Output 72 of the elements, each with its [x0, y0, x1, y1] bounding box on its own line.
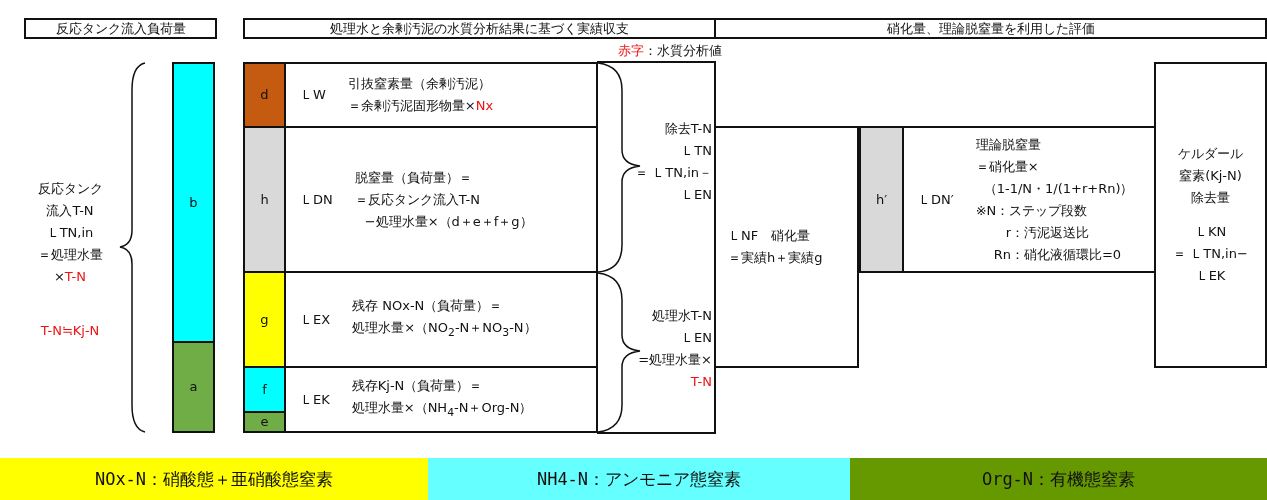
formula-text: ×T-N: [52, 268, 88, 286]
formula-text: 残存 NOx-N（負荷量）＝: [352, 297, 503, 316]
formula-text: T-N: [689, 373, 712, 391]
segment-letter: h′: [875, 190, 888, 209]
formula-text: 理論脱窒量: [975, 135, 1041, 154]
formula-text: r：汚泥返送比: [1004, 223, 1090, 242]
formula-text: ＬNF 硝化量: [728, 227, 811, 245]
header-text: 反応タンク流入負荷量: [55, 19, 186, 38]
formula-text: 処理水T-N: [650, 307, 712, 325]
note-text: 赤字：水質分析値: [617, 42, 722, 60]
header-text: 処理水と余剰汚泥の水質分析結果に基づく実績収支: [330, 19, 629, 38]
symbol-label: ＬDN′: [918, 190, 954, 209]
segment-letter: h: [260, 190, 269, 209]
header-bar: [243, 18, 716, 39]
formula-text: ＬEN: [680, 186, 712, 204]
segment-block: [859, 126, 904, 273]
formula-text: ※N：ステップ段数: [975, 201, 1088, 220]
formula-text: 処理水量×（NO$_{2}$-N＋NO$_{3}$-N）: [352, 319, 537, 341]
segment-block: [243, 411, 286, 433]
symbol-label: ＬEK: [300, 390, 330, 409]
segment-letter: b: [189, 193, 198, 212]
formula-text: ＬTN: [680, 142, 712, 160]
formula-text: ＬTN,in: [45, 224, 95, 242]
formula-text: −処理水量×（d＋e＋f＋g）: [363, 212, 533, 231]
formula-text: =処理水量×: [637, 351, 712, 369]
formula-row: [284, 366, 598, 433]
formula-text: ＬEK: [1195, 267, 1226, 285]
formula-text: 処理水量×（NH$_{4}$-N＋Org-N）: [351, 399, 533, 421]
segment-block: [243, 62, 286, 128]
formula-text: 除去T-N: [663, 120, 712, 138]
segment-block: [243, 126, 286, 273]
symbol-label: ＬDN: [300, 190, 333, 209]
formula-text: ＬEN: [680, 329, 712, 347]
formula-text: （1-1/N・1/(1+r+Rn)）: [982, 179, 1134, 198]
formula-text: ＝ ＬTN,in−: [1173, 245, 1248, 263]
segment-block: [172, 62, 215, 343]
formula-text: 反応タンク: [36, 180, 104, 198]
result-box: [714, 126, 859, 368]
legend-text: Org-N：有機態窒素: [981, 468, 1136, 490]
label-text: ケルダール: [1178, 145, 1243, 163]
legend-text: NH4-N：アンモニア態窒素: [536, 468, 742, 490]
formula-text: T-N≒Kj-N: [39, 322, 101, 340]
formula-text: ＝処理水量: [36, 246, 104, 264]
segment-block: [243, 271, 286, 368]
formula-text: ＝反応タンク流入T-N: [354, 190, 480, 209]
formula-text: ＝余剰汚泥固形物量×Nx: [347, 97, 494, 115]
header-bar: [714, 18, 1267, 39]
formula-text: ＬKN: [1194, 223, 1227, 241]
segment-block: [243, 366, 286, 413]
segment-letter: g: [260, 310, 269, 329]
formula-text: 脱窒量（負荷量）＝: [354, 168, 472, 187]
label-text: 除去量: [1191, 189, 1230, 207]
segment-letter: e: [260, 413, 269, 431]
formula-text: ＝実績h＋実績g: [728, 249, 823, 267]
formula-text: ＝硝化量×: [975, 157, 1039, 176]
formula-text: 流入T-N: [45, 202, 95, 220]
formula-text: ＝ ＬTN,in－: [634, 164, 712, 182]
symbol-label: ＬW: [300, 86, 326, 104]
header-text: 硝化量、理論脱窒量を利用した評価: [886, 19, 1095, 38]
symbol-label: ＬEX: [300, 310, 331, 329]
legend-text: NOx-N：硝酸態＋亜硝酸態窒素: [94, 468, 334, 490]
segment-block: [172, 341, 215, 433]
formula-row: [284, 62, 598, 128]
formula-text: 引抜窒素量（余剰汚泥）: [347, 75, 491, 93]
segment-letter: d: [260, 86, 269, 104]
formula-text: 残存Kj-N（負荷量）＝: [351, 377, 483, 396]
header-bar: [24, 18, 217, 39]
segment-letter: f: [262, 380, 267, 399]
formula-text: Rn：硝化液循環比=0: [992, 245, 1122, 264]
label-text: 窒素(Kj-N): [1179, 167, 1242, 185]
result-box: [1154, 62, 1267, 368]
segment-letter: a: [189, 378, 198, 396]
